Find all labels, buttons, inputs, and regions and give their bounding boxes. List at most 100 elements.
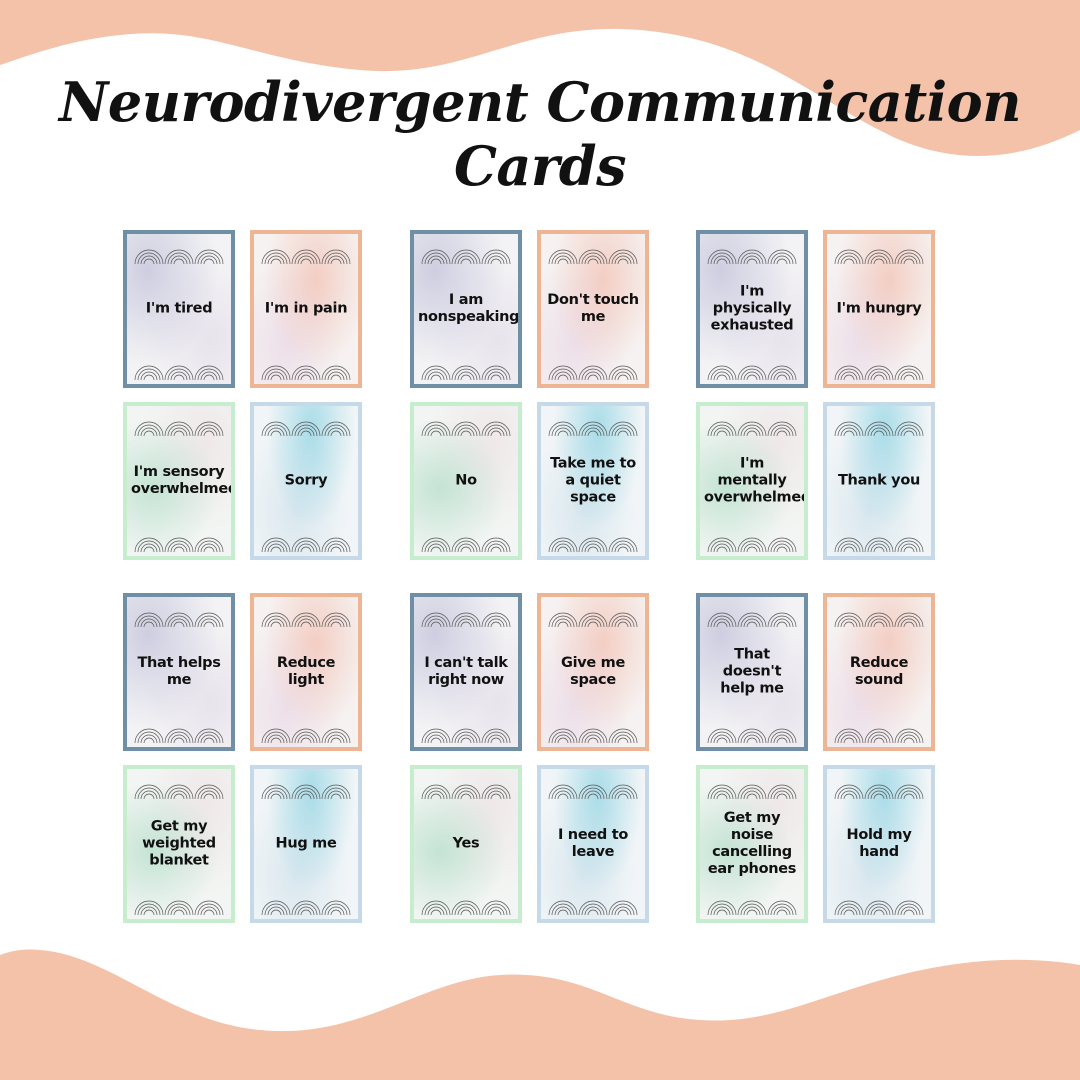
arch-pattern-bottom	[548, 900, 638, 915]
communication-card: I need to leave	[537, 765, 649, 923]
card-label: That helps me	[137, 655, 221, 688]
arch-pattern-top	[421, 249, 511, 264]
arch-pattern-bottom	[548, 537, 638, 552]
communication-card: Hug me	[250, 765, 362, 923]
top-wave-decoration	[0, 0, 1080, 157]
card-label: Hug me	[275, 835, 337, 852]
communication-card: No	[410, 402, 522, 560]
arch-pattern-bottom	[421, 365, 511, 380]
arch-pattern-top	[548, 421, 638, 436]
arch-pattern-bottom	[707, 900, 797, 915]
arch-pattern-top	[421, 784, 511, 799]
communication-card: That helps me	[123, 593, 235, 751]
arch-pattern-bottom	[261, 728, 351, 743]
communication-card: Get my noise cancelling ear phones	[696, 765, 808, 923]
communication-card: I can't talk right now	[410, 593, 522, 751]
arch-pattern-bottom	[421, 728, 511, 743]
arch-pattern-top	[834, 784, 924, 799]
card-label: Take me to a quiet space	[550, 455, 636, 506]
communication-card: Thank you	[823, 402, 935, 560]
card-label: I'm hungry	[836, 300, 922, 317]
arch-pattern-top	[134, 784, 224, 799]
arch-pattern-top	[261, 784, 351, 799]
card-label: Get my weighted blanket	[142, 818, 216, 869]
arch-pattern-bottom	[261, 900, 351, 915]
card-label: Thank you	[837, 472, 921, 489]
arch-pattern-bottom	[834, 900, 924, 915]
card-label: Give me space	[560, 655, 626, 688]
communication-card: I'm in pain	[250, 230, 362, 388]
card-label: Don't touch me	[547, 292, 639, 325]
arch-pattern-bottom	[134, 537, 224, 552]
arch-pattern-top	[707, 784, 797, 799]
card-label: I'm tired	[145, 300, 213, 317]
arch-pattern-top	[261, 421, 351, 436]
arch-pattern-bottom	[261, 537, 351, 552]
communication-card: Give me space	[537, 593, 649, 751]
arch-pattern-bottom	[134, 728, 224, 743]
card-label: I'm mentally overwhelmed	[704, 455, 808, 506]
arch-pattern-top	[421, 612, 511, 627]
communication-card: I'm tired	[123, 230, 235, 388]
card-label: I'm sensory overwhelmed	[131, 464, 235, 497]
communication-card: I'm hungry	[823, 230, 935, 388]
arch-pattern-top	[548, 612, 638, 627]
card-label: Reduce sound	[849, 655, 909, 688]
watercolor-background	[414, 769, 518, 919]
card-label: No	[455, 472, 477, 489]
communication-card: I'm sensory overwhelmed	[123, 402, 235, 560]
arch-pattern-top	[707, 612, 797, 627]
card-label: I need to leave	[557, 827, 629, 860]
communication-card: I'm physically exhausted	[696, 230, 808, 388]
arch-pattern-top	[548, 249, 638, 264]
card-label: Sorry	[284, 472, 328, 489]
communication-card: Reduce light	[250, 593, 362, 751]
card-label: Reduce light	[276, 655, 336, 688]
arch-pattern-bottom	[834, 728, 924, 743]
arch-pattern-bottom	[261, 365, 351, 380]
arch-pattern-top	[261, 249, 351, 264]
arch-pattern-top	[834, 249, 924, 264]
card-label: I can't talk right now	[424, 655, 508, 688]
card-label: Get my noise cancelling ear phones	[707, 810, 797, 877]
card-label: I'm in pain	[264, 300, 348, 317]
arch-pattern-bottom	[834, 537, 924, 552]
card-label: Yes	[452, 835, 480, 852]
bottom-wave-decoration	[0, 949, 1080, 1080]
arch-pattern-top	[707, 249, 797, 264]
arch-pattern-bottom	[421, 537, 511, 552]
watercolor-background	[254, 406, 358, 556]
arch-pattern-top	[707, 421, 797, 436]
arch-pattern-top	[834, 612, 924, 627]
arch-pattern-bottom	[548, 728, 638, 743]
communication-card: Reduce sound	[823, 593, 935, 751]
arch-pattern-bottom	[834, 365, 924, 380]
communication-card: Take me to a quiet space	[537, 402, 649, 560]
arch-pattern-top	[421, 421, 511, 436]
arch-pattern-top	[548, 784, 638, 799]
communication-card: I'm mentally overwhelmed	[696, 402, 808, 560]
page-title: Neurodivergent Communication Cards	[59, 70, 1021, 198]
arch-pattern-bottom	[707, 728, 797, 743]
arch-pattern-top	[134, 612, 224, 627]
communication-card: Hold my hand	[823, 765, 935, 923]
arch-pattern-bottom	[421, 900, 511, 915]
communication-card: Don't touch me	[537, 230, 649, 388]
communication-card: That doesn't help me	[696, 593, 808, 751]
arch-pattern-bottom	[134, 900, 224, 915]
card-label: I'm physically exhausted	[710, 283, 794, 334]
arch-pattern-top	[134, 421, 224, 436]
arch-pattern-top	[261, 612, 351, 627]
arch-pattern-top	[134, 249, 224, 264]
arch-pattern-bottom	[134, 365, 224, 380]
communication-card: Sorry	[250, 402, 362, 560]
arch-pattern-bottom	[707, 537, 797, 552]
communication-card: Get my weighted blanket	[123, 765, 235, 923]
arch-pattern-bottom	[707, 365, 797, 380]
card-label: That doesn't help me	[720, 646, 784, 697]
card-label: I am nonspeaking	[418, 292, 520, 325]
arch-pattern-bottom	[548, 365, 638, 380]
communication-card: I am nonspeaking	[410, 230, 522, 388]
communication-card: Yes	[410, 765, 522, 923]
arch-pattern-top	[834, 421, 924, 436]
